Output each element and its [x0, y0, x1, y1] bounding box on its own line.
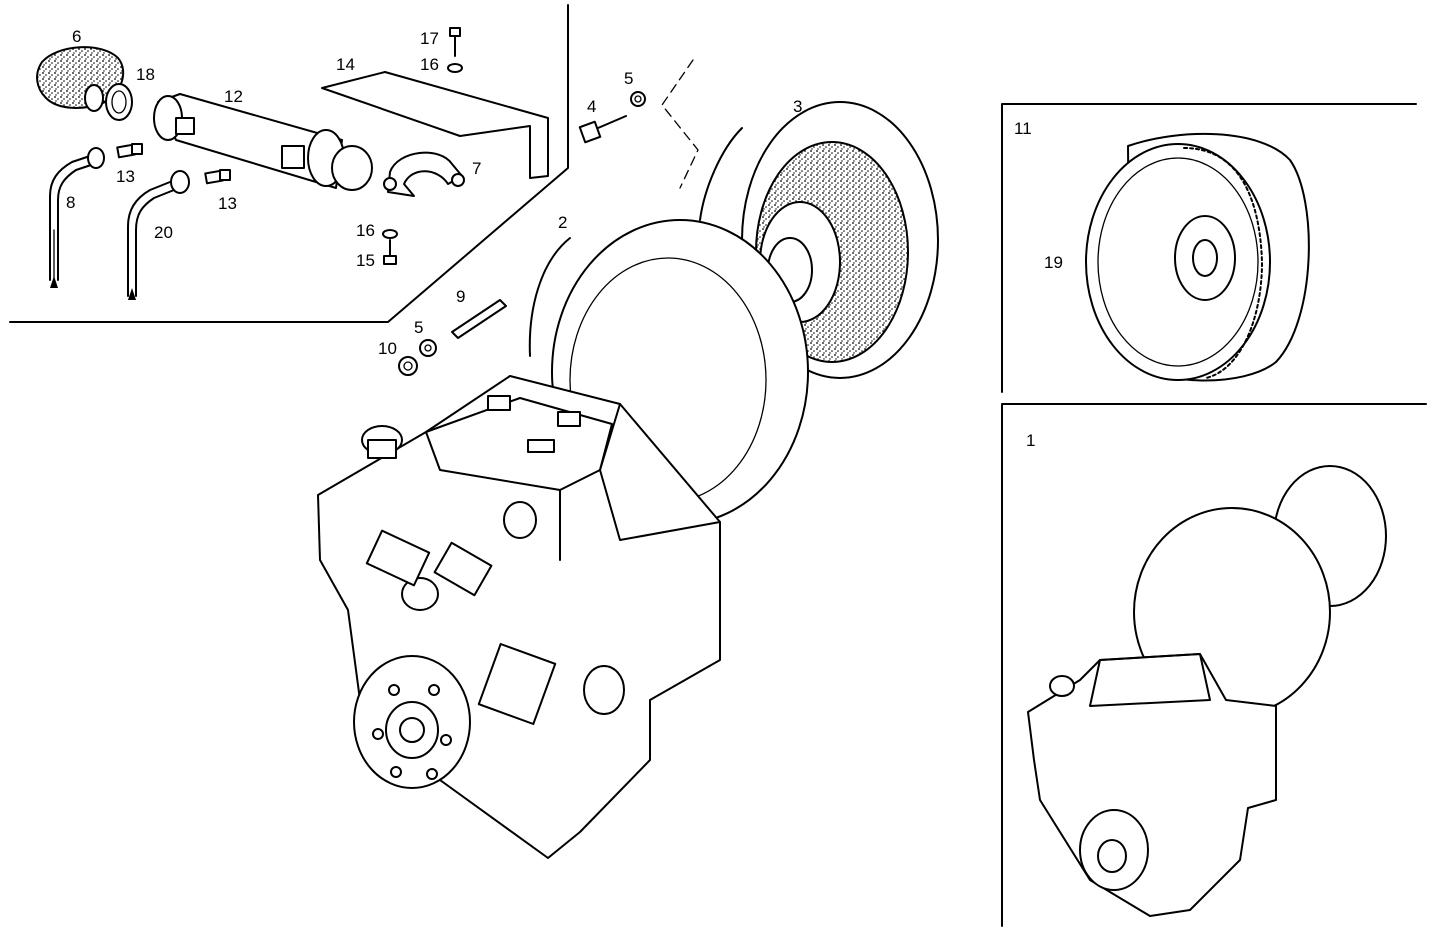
washer-16-bottom [382, 229, 398, 239]
output-flange [353, 655, 471, 789]
callout-2: 2 [558, 213, 567, 232]
callout-12: 12 [224, 87, 243, 106]
assembled-unit [1027, 465, 1387, 917]
mounting-bracket [321, 71, 549, 179]
callout-10: 10 [378, 339, 397, 358]
callout-7: 7 [472, 159, 481, 178]
callout-13-right: 13 [218, 194, 237, 213]
callout-17: 17 [420, 29, 439, 48]
callout-18: 18 [136, 65, 155, 84]
callout-1: 1 [1026, 431, 1035, 450]
inset-frame-flywheel [1001, 103, 1417, 393]
callout-20: 20 [154, 223, 173, 242]
dashed-guide-line [661, 59, 699, 189]
nut-10 [398, 356, 418, 376]
callout-16-top: 16 [420, 55, 439, 74]
bolt-4 [578, 115, 627, 144]
callout-8: 8 [66, 193, 75, 212]
callout-13-left: 13 [116, 167, 135, 186]
flywheel-19 [1085, 132, 1310, 382]
fitting-13-left [116, 143, 143, 159]
hose-8 [49, 147, 105, 288]
callout-19: 19 [1044, 253, 1063, 272]
callout-4: 4 [587, 97, 596, 116]
washer-5-top [630, 91, 646, 107]
screw-15 [383, 239, 397, 265]
hose-20 [127, 170, 190, 300]
callout-6: 6 [72, 27, 81, 46]
callout-9: 9 [456, 287, 465, 306]
pipe-clamp [383, 151, 465, 197]
hose-clamp-ring [84, 83, 133, 121]
callout-14: 14 [336, 55, 355, 74]
callout-3: 3 [793, 97, 802, 116]
callout-11: 11 [1014, 119, 1032, 138]
washer-5-bottom [419, 339, 437, 357]
screw-17 [449, 27, 461, 57]
callout-5-bottom: 5 [414, 318, 423, 337]
fitting-13-right [204, 169, 231, 185]
hydraulic-pump [365, 501, 625, 725]
inset-frame-top-left [9, 4, 569, 323]
callout-labels: 1 2 3 4 5 5 6 7 8 9 10 11 12 13 13 14 15… [66, 27, 1063, 450]
callout-16-bottom: 16 [356, 221, 375, 240]
inset-frame-assembly [1001, 403, 1427, 927]
callout-15: 15 [356, 251, 375, 270]
cooler-tube [153, 93, 373, 191]
washer-16-top [447, 63, 463, 73]
stud-9 [451, 299, 507, 339]
callout-5-top: 5 [624, 69, 633, 88]
